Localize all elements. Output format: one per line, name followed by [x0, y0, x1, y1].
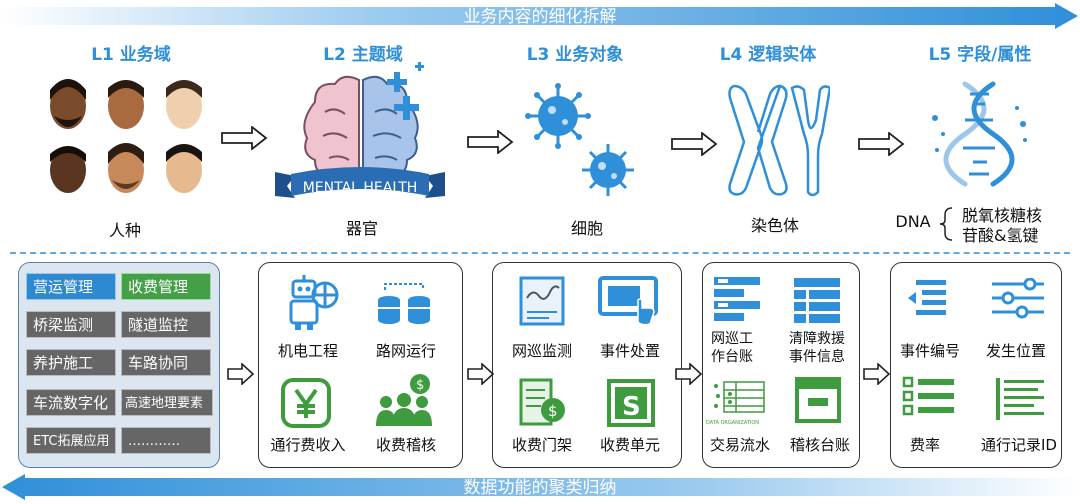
chart-paper-icon [519, 276, 565, 326]
arrow-top-3 [671, 132, 718, 156]
mental-health-badge: MENTAL HEALTH [302, 180, 418, 196]
yen-icon [281, 378, 331, 428]
caption-l5-line1: 脱氧核糖核 [962, 206, 1043, 225]
people-money-icon: $ [376, 374, 432, 426]
domain-tile-v2x[interactable]: 车路协同 [121, 349, 211, 376]
caption-l5-line2: 苷酸&氢键 [962, 226, 1039, 245]
top-banner-text: 业务内容的细化拆解 [463, 7, 617, 27]
object-label-gantry: 收费门架 [511, 436, 572, 454]
entity-label-rescue-2: 事件信息 [789, 349, 845, 365]
field-panel [890, 262, 1062, 468]
arrow-bottom-3 [675, 363, 703, 385]
object-label-incident: 事件处置 [599, 342, 660, 360]
table-icon [794, 278, 840, 323]
domain-tile-traffic-digital[interactable]: 车流数字化 [26, 389, 116, 416]
field-label-location: 发生位置 [985, 342, 1046, 360]
brain-icon [275, 62, 445, 198]
arrow-top-4 [858, 132, 905, 156]
domain-tile-maintenance[interactable]: 养护施工 [26, 349, 116, 376]
bottom-banner-arrow [2, 474, 1080, 500]
theme-label-road-network: 路网运行 [375, 342, 436, 360]
domain-tile-geo[interactable]: 高速地理要素 [121, 389, 213, 416]
screen-touch-icon [598, 276, 658, 326]
svg-text:$: $ [548, 402, 558, 420]
text-lines-icon [996, 378, 1044, 420]
entity-label-patrol-ledger-1: 网巡工 [711, 331, 753, 347]
arrow-bottom-1 [227, 363, 255, 385]
top-banner-arrow [0, 3, 1078, 29]
dollar-box-icon: S [607, 379, 655, 427]
domain-tile-etc[interactable]: ETC拓展应用 [26, 427, 116, 454]
arrow-bottom-2 [467, 363, 495, 385]
bottom-banner-text: 数据功能的聚类归纳 [463, 478, 617, 498]
arrow-top-2 [467, 130, 514, 154]
level-title-l3: L3 业务对象 [526, 45, 624, 65]
indent-list-icon [908, 280, 946, 315]
field-label-pass-record-id: 通行记录ID [981, 436, 1057, 454]
level-title-l5: L5 字段/属性 [928, 45, 1032, 65]
arrow-bottom-4 [863, 363, 891, 385]
invoice-icon: $ [519, 378, 565, 426]
arrow-top-1 [221, 126, 268, 150]
section-divider [10, 252, 1070, 254]
data-org-sublabel: DATA ORGANIZATION [706, 420, 760, 426]
svg-text:$: $ [416, 378, 424, 393]
theme-label-electromechanical: 机电工程 [277, 342, 338, 360]
caption-l2: 器官 [345, 219, 378, 238]
object-label-patrol: 网巡监测 [511, 342, 572, 360]
entity-label-transaction: 交易流水 [709, 436, 770, 454]
database-sync-icon [378, 283, 430, 324]
cell-icon [525, 83, 634, 196]
theme-label-toll-audit: 收费稽核 [375, 436, 436, 454]
brace-icon [939, 207, 953, 241]
caption-l5-dna: DNA [895, 212, 931, 231]
domain-tile-tunnel[interactable]: 隧道监控 [121, 311, 211, 338]
field-label-rate: 费率 [909, 436, 940, 454]
domain-tile-more[interactable]: ………… [121, 427, 211, 454]
domain-tile-toll[interactable]: 收费管理 [121, 273, 211, 300]
human-faces-illustration [50, 79, 202, 193]
caption-l4: 染色体 [750, 216, 799, 235]
checklist-icon [902, 376, 954, 416]
dna-icon [932, 81, 1027, 187]
robot-icon [289, 275, 339, 330]
svg-text:S: S [622, 392, 641, 422]
data-org-icon [714, 381, 765, 413]
theme-label-toll-income: 通行费收入 [270, 436, 346, 454]
entity-label-patrol-ledger-2: 作台账 [711, 349, 753, 365]
level-title-l2: L2 主题域 [323, 45, 403, 65]
caption-l3: 细胞 [570, 219, 603, 238]
caption-l1: 人种 [108, 221, 141, 240]
level-title-l1: L1 业务域 [91, 45, 171, 65]
chromosome-icon [728, 84, 830, 197]
entity-label-audit-ledger: 稽核台账 [789, 436, 850, 454]
window-icon [795, 377, 841, 423]
level-title-l4: L4 逻辑实体 [719, 45, 817, 65]
list-icon [714, 277, 760, 321]
object-label-unit: 收费单元 [599, 436, 660, 454]
domain-tile-operation[interactable]: 营运管理 [26, 273, 116, 300]
domain-tile-bridge[interactable]: 桥梁监测 [26, 311, 116, 338]
entity-label-rescue-1: 清障救援 [789, 331, 845, 347]
sliders-icon [992, 278, 1044, 319]
field-label-event-id: 事件编号 [899, 342, 960, 360]
